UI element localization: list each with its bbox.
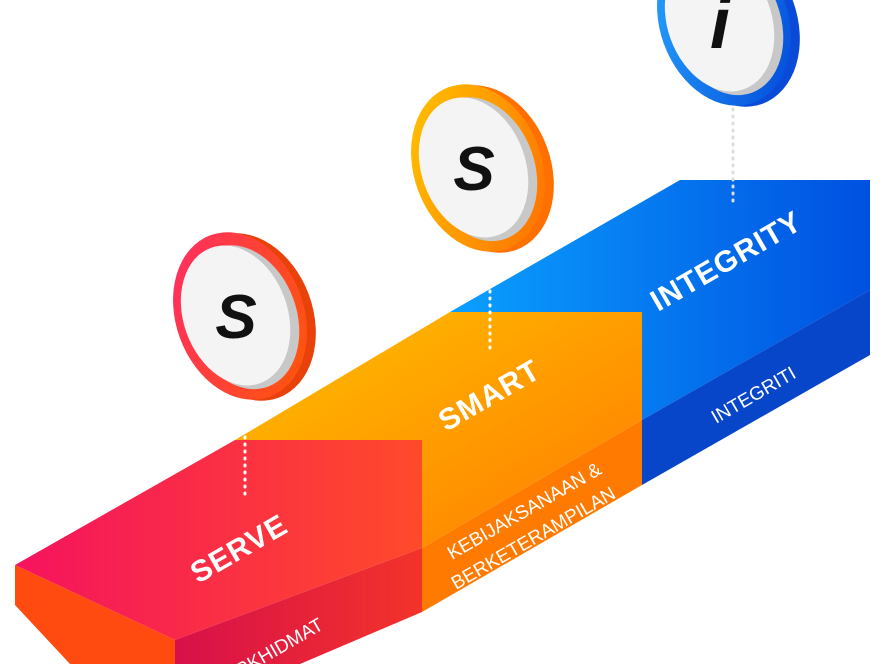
serve-side-face bbox=[15, 565, 175, 664]
serve-badge: S bbox=[173, 232, 316, 401]
integrity-badge: i bbox=[657, 0, 800, 107]
integrity-top-face bbox=[450, 180, 870, 420]
step-integrity: INTEGRITY INTEGRITI bbox=[450, 180, 870, 485]
letter-i-badge-icon: i bbox=[710, 0, 732, 64]
letter-s-badge-icon: S bbox=[453, 135, 494, 204]
letter-s-badge-icon: S bbox=[215, 283, 256, 352]
serve-front-face bbox=[175, 548, 422, 664]
step-serve: SERVE BERKHIDMAT bbox=[15, 440, 422, 664]
smart-front-face bbox=[422, 420, 642, 612]
smart-badge: S bbox=[411, 84, 554, 253]
step-smart: SMART KEBIJAKSANAAN & BERKETERAMPILAN bbox=[235, 312, 642, 612]
smart-top-face bbox=[235, 312, 642, 548]
serve-top-face bbox=[15, 440, 422, 640]
integrity-front-face bbox=[642, 290, 870, 485]
